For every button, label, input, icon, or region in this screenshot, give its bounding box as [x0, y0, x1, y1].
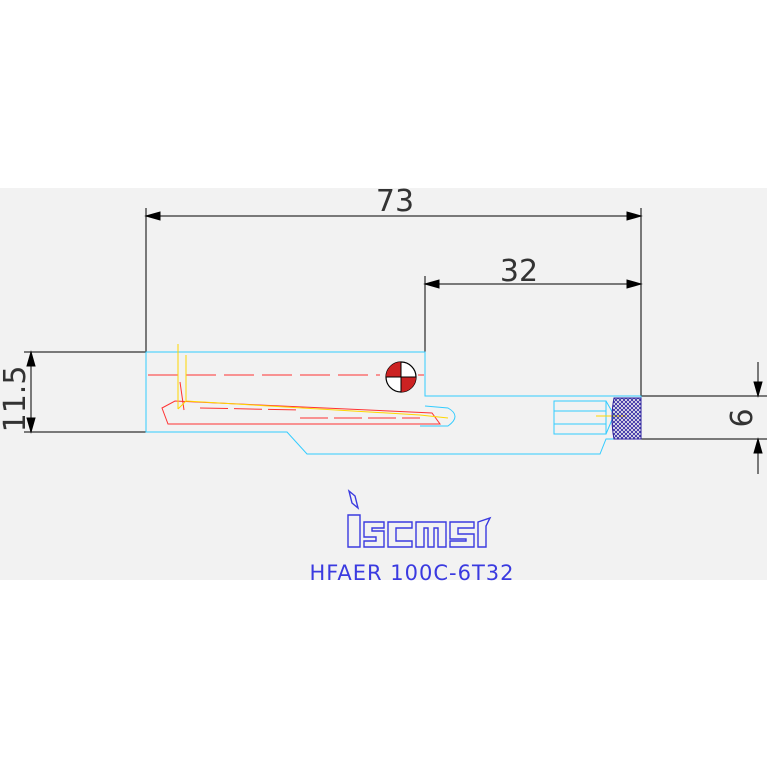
part-number-label: HFAER 100C-6T32 — [309, 561, 514, 585]
dimension-label-6: 6 — [725, 408, 760, 427]
dimension-label-32: 32 — [500, 254, 538, 289]
cutting-insert — [611, 397, 642, 440]
tool-body-outline — [145, 351, 642, 455]
drawing-background — [0, 188, 767, 580]
dimension-head-length — [423, 276, 643, 396]
iscar-logo — [347, 489, 492, 548]
coolant-channel — [148, 374, 441, 425]
dimension-shank-height — [24, 350, 146, 434]
dimension-label-73: 73 — [376, 184, 414, 219]
dimension-label-11-5: 11.5 — [0, 366, 33, 433]
dimension-insert-width — [641, 362, 767, 474]
dimension-overall-length — [144, 208, 643, 396]
center-mark-symbol — [385, 361, 417, 393]
